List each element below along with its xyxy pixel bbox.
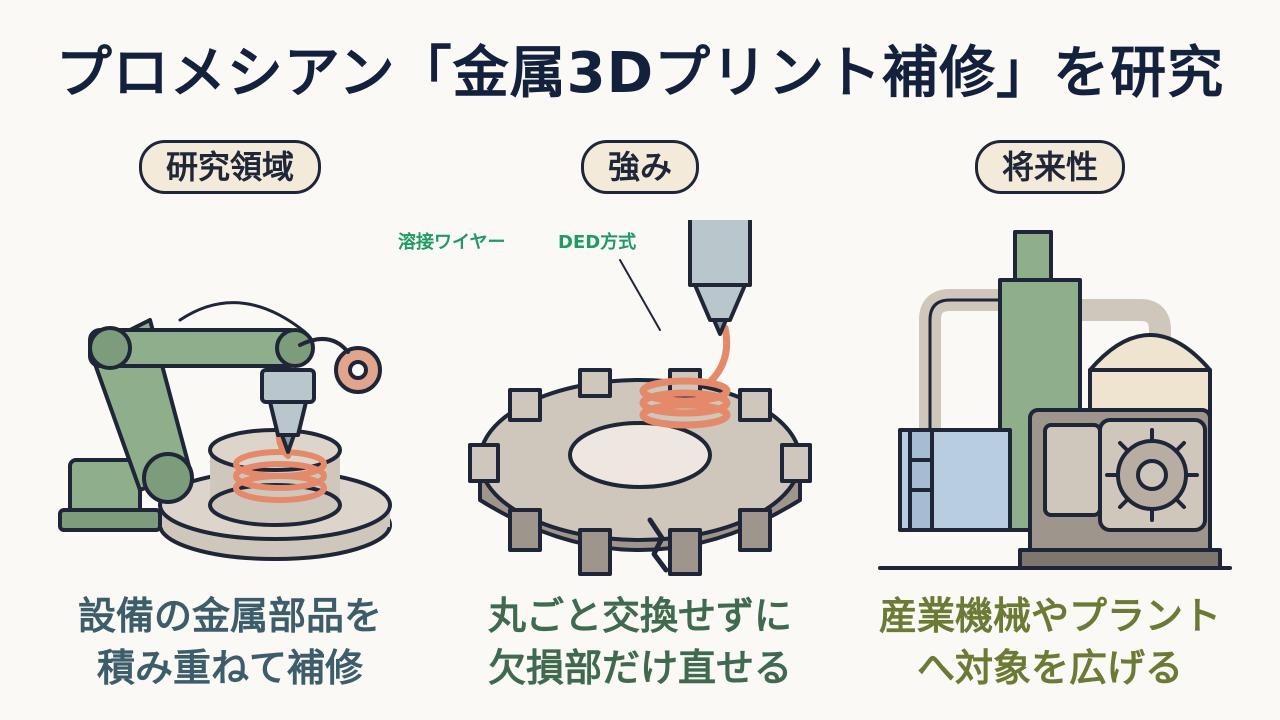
caption-line: へ対象を広げる xyxy=(916,646,1183,690)
page-title: プロメシアン「金属3Dプリント補修」を研究 xyxy=(55,41,1225,106)
caption-strength: 丸ごと交換せずに 欠損部だけ直せる xyxy=(440,590,840,694)
gear-repair-icon xyxy=(468,220,812,576)
caption-line: 積み重ねて補修 xyxy=(96,646,363,690)
column-future: 将来性 xyxy=(850,140,1250,710)
column-research-area: 研究領域 xyxy=(30,140,430,710)
caption-line: 欠損部だけ直せる xyxy=(487,646,792,690)
robot-arm-3d-printer-icon xyxy=(58,301,392,561)
label-pill-strength: 強み xyxy=(580,140,700,194)
callout-ded-method: DED方式 xyxy=(558,232,637,253)
label-pill-future: 将来性 xyxy=(974,140,1126,194)
caption-line: 丸ごと交換せずに xyxy=(487,594,792,638)
caption-line: 産業機械やプラント xyxy=(878,594,1221,638)
column-strength: 強み xyxy=(440,140,840,710)
industrial-plant-icon xyxy=(878,230,1232,570)
caption-research-area: 設備の金属部品を 積み重ねて補修 xyxy=(30,590,430,694)
caption-line: 設備の金属部品を xyxy=(77,594,382,638)
callout-welding-wire: 溶接ワイヤー xyxy=(398,232,506,253)
label-pill-research-area: 研究領域 xyxy=(138,140,322,194)
caption-future: 産業機械やプラント へ対象を広げる xyxy=(850,590,1250,694)
